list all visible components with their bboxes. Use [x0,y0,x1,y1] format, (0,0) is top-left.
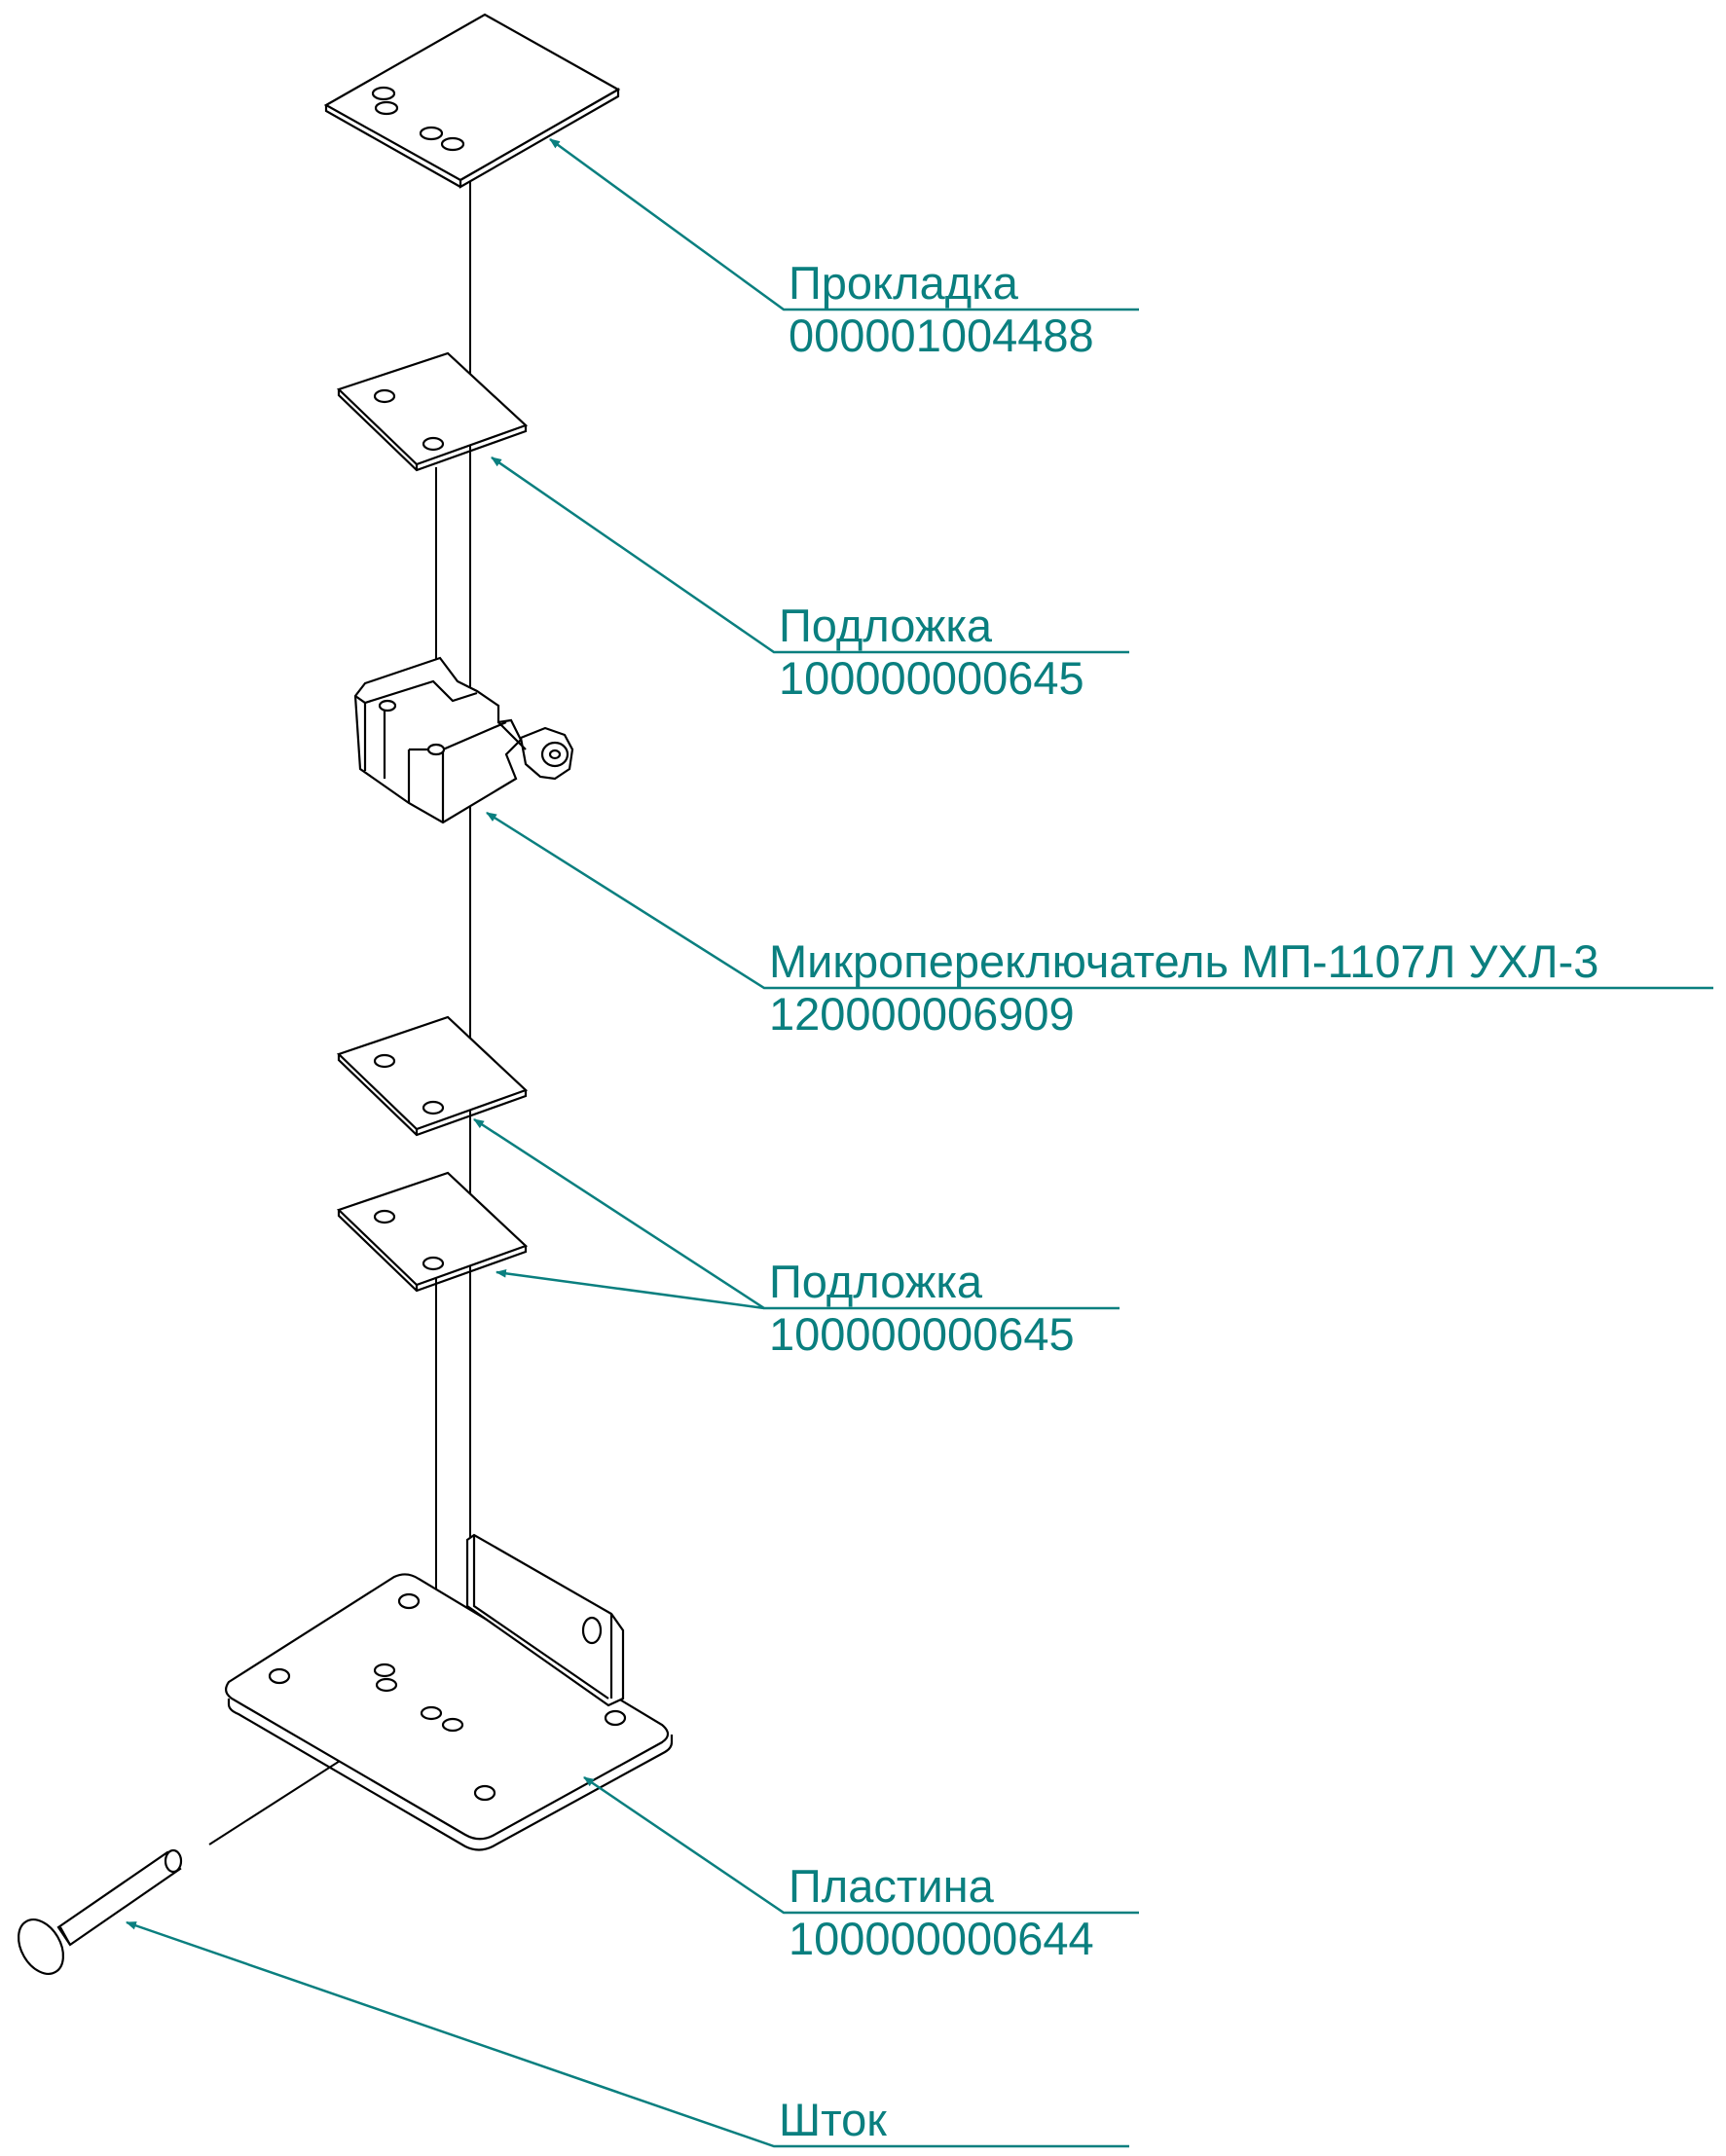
callout-backing-1: Подложка 100000000645 [779,600,1084,705]
microswitch-part [353,656,574,824]
callout-backing-1-name: Подложка [779,600,993,651]
backing-part-3 [336,1171,529,1293]
callout-plate-code: 100000000644 [789,1913,1094,1964]
callout-microswitch-name: Микропереключатель МП-1107Л УХЛ-3 [769,935,1599,987]
callout-backing-2-code: 100000000645 [769,1308,1075,1360]
rod-part [17,1848,183,1975]
plate-part [225,1533,674,1851]
leader-plate [583,1775,1139,1915]
callout-backing-2-name: Подложка [769,1256,983,1307]
callout-microswitch: Микропереключатель МП-1107Л УХЛ-3 120000… [769,935,1598,1041]
backing-part-2 [336,1015,529,1137]
leader-lines [125,137,1713,2148]
callout-backing-1-code: 100000000645 [779,652,1084,704]
callout-rod-name: Шток [779,2094,887,2145]
callout-plate: Пластина 100000000644 [789,1860,1094,1965]
callout-rod: Шток 100000003054 [779,2094,1084,2156]
callout-plate-name: Пластина [789,1860,994,1912]
callout-rod-code: 100000003054 [779,2146,1084,2156]
callout-gasket-name: Прокладка [789,257,1018,309]
leader-backing-1 [491,456,1129,654]
gasket-part [323,13,621,189]
leader-backing-2b [495,1268,765,1310]
leader-microswitch [486,811,1713,990]
leader-gasket [549,137,1139,311]
callout-gasket: Прокладка 000001004488 [789,257,1094,362]
callout-gasket-code: 000001004488 [789,310,1094,361]
backing-part-1 [336,351,529,472]
callout-microswitch-code: 120000006909 [769,988,1075,1040]
callout-backing-2: Подложка 100000000645 [769,1256,1075,1361]
leader-rod [125,1920,1129,2148]
